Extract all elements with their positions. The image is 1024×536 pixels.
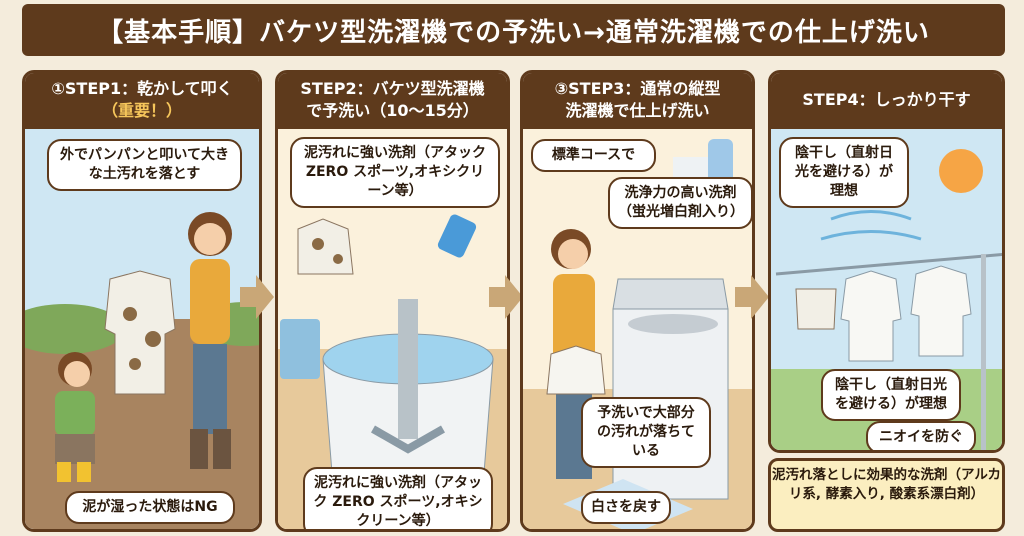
step1-illustration: 外でパンパンと叩いて大きな土汚れを落とす 泥が湿った状態はNG — [25, 129, 259, 529]
arrow-right-icon — [735, 275, 769, 319]
step1-panel: ①STEP1：乾かして叩く （重要！） 外でパンパンと叩いて大きな土汚れを落とす… — [22, 70, 262, 532]
arrow-right-icon — [240, 275, 274, 319]
speech-bubble: 標準コースで — [531, 139, 656, 172]
step3-illustration: 標準コースで 洗浄力の高い洗剤（蛍光増白剤入り） 予洗いで大部分の汚れが落ちてい… — [523, 129, 752, 529]
step1-title: ①STEP1：乾かして叩く — [51, 79, 233, 98]
step3-title: ③STEP3：通常の縦型 — [554, 79, 721, 98]
speech-bubble: 陰干し（直射日光を避ける）が理想 — [821, 369, 961, 421]
step3-header: ③STEP3：通常の縦型 洗濯機で仕上げ洗い — [523, 73, 752, 129]
step4-panel: STEP4：しっかり干す 陰干し（直射日光を避ける）が理想 陰干し（直射日光を避… — [768, 70, 1005, 453]
step4-title: STEP4：しっかり干す — [802, 90, 971, 109]
step3-title-line2: 洗濯機で仕上げ洗い — [565, 101, 710, 120]
step4-header: STEP4：しっかり干す — [771, 73, 1002, 129]
detergent-note: 泥汚れ落としに効果的な洗剤（アルカリ系, 酵素入り, 酸素系漂白剤） — [768, 458, 1005, 532]
step2-header: STEP2：バケツ型洗濯機 で予洗い（10〜15分） — [278, 73, 507, 129]
outdoor-scene-illustration — [25, 129, 259, 529]
speech-bubble: 外でパンパンと叩いて大きな土汚れを落とす — [47, 139, 242, 191]
speech-bubble: 泥汚れに強い洗剤（アタック ZERO スポーツ,オキシクリーン等） — [290, 137, 500, 208]
step2-illustration: 泥汚れに強い洗剤（アタック ZERO スポーツ,オキシクリーン等） 泥汚れに強い… — [278, 129, 507, 529]
sun-icon — [939, 149, 983, 193]
speech-bubble: 予洗いで大部分の汚れが落ちている — [581, 397, 711, 468]
page-title: 【基本手順】バケツ型洗濯機での予洗い→通常洗濯機での仕上げ洗い — [22, 4, 1005, 56]
arrow-right-icon — [489, 275, 523, 319]
step1-header: ①STEP1：乾かして叩く （重要！） — [25, 73, 259, 129]
speech-bubble: 白さを戻す — [581, 491, 671, 524]
speech-bubble: ニオイを防ぐ — [866, 421, 976, 450]
step1-highlight: （重要！） — [101, 101, 182, 120]
step2-title-line2: で予洗い（10〜15分） — [306, 101, 479, 120]
speech-bubble: 泥汚れに強い洗剤（アタック ZERO スポーツ,オキシクリーン等） — [303, 467, 493, 529]
step4-illustration: 陰干し（直射日光を避ける）が理想 陰干し（直射日光を避ける）が理想 ニオイを防ぐ — [771, 129, 1002, 450]
speech-bubble: 陰干し（直射日光を避ける）が理想 — [779, 137, 909, 208]
speech-bubble: 泥が湿った状態はNG — [65, 491, 235, 524]
step3-panel: ③STEP3：通常の縦型 洗濯機で仕上げ洗い 標準コースで 洗浄力の高い洗剤（蛍… — [520, 70, 755, 532]
step2-panel: STEP2：バケツ型洗濯機 で予洗い（10〜15分） 泥汚れに強い洗剤（アタック… — [275, 70, 510, 532]
step2-title: STEP2：バケツ型洗濯機 — [300, 79, 485, 98]
speech-bubble: 洗浄力の高い洗剤（蛍光増白剤入り） — [608, 177, 752, 229]
